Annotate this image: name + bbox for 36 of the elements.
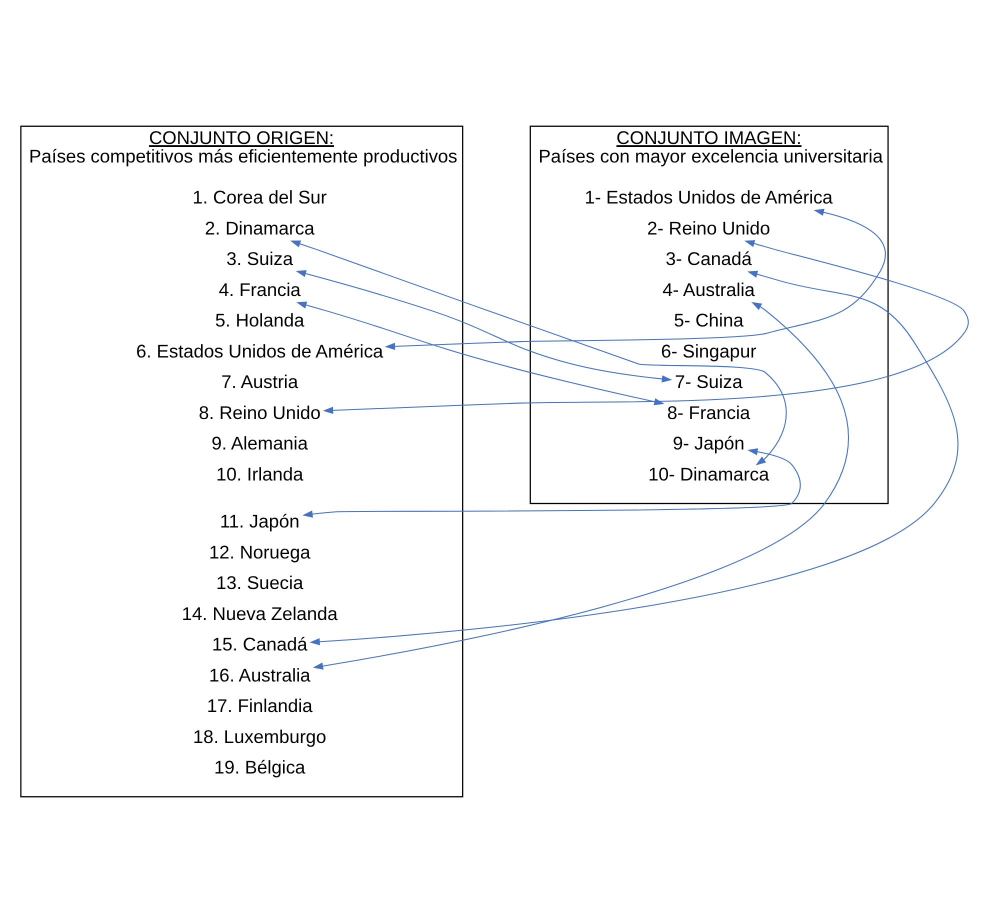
- node-text: 7. Austria: [221, 370, 298, 392]
- arrow: [296, 270, 672, 382]
- node-text: 6- Singapur: [661, 340, 756, 361]
- arrow: [312, 302, 849, 670]
- arrow: [322, 240, 969, 414]
- node-text: 4. Francia: [218, 278, 301, 300]
- node-text: 10. Irlanda: [216, 462, 304, 484]
- node-text: 10- Dinamarca: [648, 462, 770, 484]
- node-text: 16. Australia: [208, 664, 310, 685]
- node-text: 8- Francia: [667, 401, 750, 422]
- node-text: 11. Japón: [220, 510, 300, 532]
- arrow: [310, 270, 958, 645]
- arrow: [384, 208, 886, 350]
- node-text: 8. Reino Unido: [198, 401, 321, 422]
- node-text: 2. Dinamarca: [204, 216, 315, 238]
- node-text: 6. Estados Unidos de América: [136, 340, 384, 361]
- node-text: 15. Canadá: [212, 633, 308, 654]
- node-text: 2- Reino Unido: [647, 216, 770, 238]
- node-text: 12. Noruega: [208, 540, 310, 562]
- node-text: 7- Suiza: [674, 370, 742, 392]
- node-text: 17. Finlandia: [206, 694, 312, 716]
- node-text: 4- Australia: [662, 278, 755, 300]
- arrow: [290, 240, 787, 465]
- arrow: [302, 448, 801, 518]
- node-text: 14. Nueva Zelanda: [182, 602, 338, 624]
- node-text: 13. Suecia: [216, 572, 304, 593]
- node-text: 1. Corea del Sur: [192, 186, 327, 208]
- node-text: 5- China: [674, 309, 744, 330]
- node-text: 3- Canadá: [666, 248, 752, 269]
- node-text: 9. Alemania: [212, 432, 308, 454]
- node-text: 1- Estados Unidos de América: [584, 186, 833, 208]
- node-text: 19. Bélgica: [214, 756, 306, 778]
- node-text: 3. Suiza: [226, 248, 294, 269]
- node-text: 5. Holanda: [215, 309, 304, 330]
- node-text: 9- Japón: [672, 432, 745, 454]
- node-text: 18. Luxemburgo: [193, 725, 326, 746]
